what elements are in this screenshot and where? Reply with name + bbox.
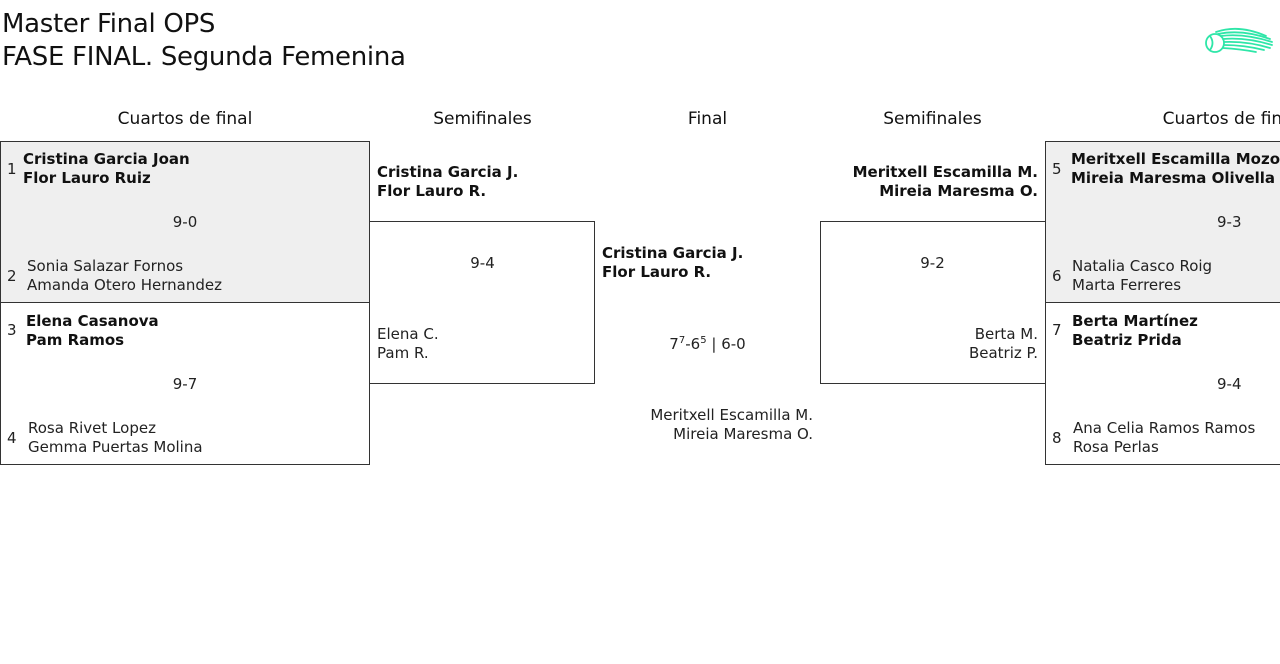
seed-number: 3 xyxy=(7,321,17,339)
team-sf-right-bottom: Berta M.Beatriz P. xyxy=(968,325,1038,362)
tennis-ball-logo-icon xyxy=(1205,27,1273,53)
seed-number: 4 xyxy=(7,429,17,447)
score-final: 77-65 | 6-0 xyxy=(669,335,746,353)
team-sf-left-bottom: Elena C.Pam R. xyxy=(377,325,439,362)
score-sf-right: 9-2 xyxy=(920,254,945,272)
quarterfinal-right-1 xyxy=(1045,141,1280,303)
seed-number: 6 xyxy=(1052,267,1062,285)
score-sf-left: 9-4 xyxy=(470,254,495,272)
team-final-top: Cristina Garcia J.Flor Lauro R. xyxy=(602,244,744,281)
team-final-bottom: Meritxell Escamilla M.Mireia Maresma O. xyxy=(650,406,813,443)
page-title: Master Final OPS xyxy=(2,9,216,39)
round-header-right-semifinals: Semifinales xyxy=(883,109,982,129)
seed-number: 2 xyxy=(7,267,17,285)
seed-number: 8 xyxy=(1052,429,1062,447)
round-header-left-semifinals: Semifinales xyxy=(433,109,532,129)
team-sf-left-top: Cristina Garcia J.Flor Lauro R. xyxy=(377,163,519,200)
seed-number: 7 xyxy=(1052,321,1062,339)
score-qf2: 9-7 xyxy=(172,375,198,393)
score-qf3: 9-3 xyxy=(1217,213,1242,231)
score-qf1: 9-0 xyxy=(172,213,198,231)
score-qf4: 9-4 xyxy=(1217,375,1242,393)
round-header-final: Final xyxy=(687,109,728,129)
page-subtitle: FASE FINAL. Segunda Femenina xyxy=(2,42,406,72)
team-sf-right-top: Meritxell Escamilla M.Mireia Maresma O. xyxy=(852,163,1038,200)
round-header-left-quarterfinals: Cuartos de final xyxy=(117,109,253,129)
seed-number: 5 xyxy=(1052,160,1062,178)
seed-number: 1 xyxy=(7,160,17,178)
semifinal-left xyxy=(369,221,595,384)
round-header-right-quarterfinals: Cuartos de final xyxy=(1162,109,1280,129)
quarterfinal-right-2 xyxy=(1045,302,1280,465)
